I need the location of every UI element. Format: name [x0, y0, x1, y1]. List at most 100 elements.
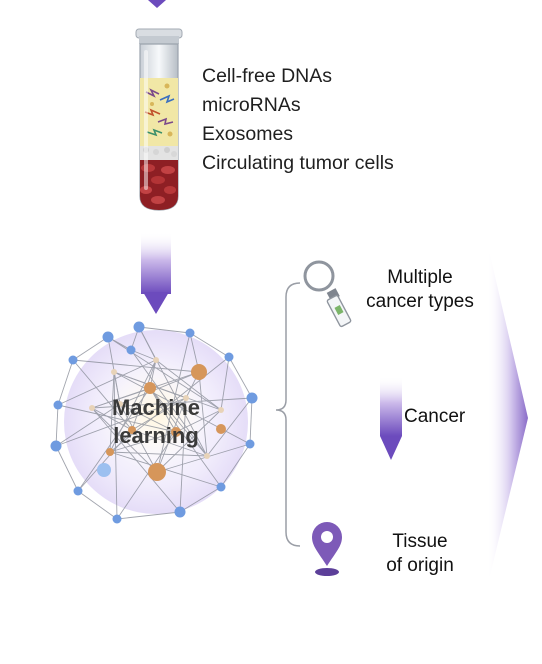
network-edge	[131, 397, 187, 431]
network-edge	[189, 332, 230, 358]
network-edge	[55, 397, 187, 447]
network-edge	[91, 407, 181, 513]
output-mct-line2: cancer types	[366, 291, 474, 312]
network-edge	[119, 371, 200, 405]
network-node-light	[183, 395, 189, 401]
network-edge	[57, 404, 177, 433]
network-edge	[55, 404, 59, 447]
network-node-light	[204, 453, 210, 459]
output-tissue-of-origin: Tissue of origin	[360, 530, 480, 578]
network-node-blue	[53, 400, 63, 410]
network-edge	[179, 486, 222, 513]
neural-network-icon	[50, 321, 258, 524]
network-edge	[175, 409, 222, 433]
machine-learning-label: Machine learning	[72, 394, 240, 450]
network-node-orange	[171, 427, 181, 437]
network-edge	[206, 397, 253, 457]
network-node-light	[89, 405, 95, 411]
ml-line2: learning	[113, 423, 199, 448]
network-edge	[91, 387, 151, 409]
network-edge	[77, 387, 151, 492]
network-node-light	[117, 401, 123, 407]
output-mct-line1: Multiple	[387, 267, 453, 288]
network-node-light	[218, 407, 224, 413]
network-node-blue	[174, 506, 186, 518]
network-edge	[113, 371, 118, 520]
network-node-blue	[126, 345, 136, 355]
network-edge	[55, 403, 121, 447]
network-edge	[249, 397, 253, 445]
network-edge	[55, 445, 79, 492]
network-edge	[72, 359, 200, 373]
network-edge	[109, 359, 157, 453]
network-node-orange	[216, 424, 226, 434]
output-multiple-cancer-types: Multiple cancer types	[350, 266, 490, 314]
analyte-ctc: Circulating tumor cells	[202, 152, 394, 174]
network-edge	[109, 451, 208, 457]
network-edge	[149, 387, 177, 433]
network-edge	[72, 359, 133, 431]
network-edge	[156, 397, 187, 473]
network-node-blue	[133, 321, 145, 333]
network-edge	[57, 359, 157, 406]
network-edge	[77, 490, 118, 520]
network-node-blue	[97, 463, 111, 477]
location-pin-icon	[312, 522, 342, 576]
network-node-light	[111, 369, 117, 375]
network-edge	[77, 429, 133, 492]
network-node-blue	[245, 439, 255, 449]
outputs-brace	[275, 282, 301, 547]
network-edge	[72, 336, 109, 361]
network-edge	[149, 387, 222, 488]
network-edge	[228, 356, 253, 399]
network-edge	[149, 387, 208, 457]
network-edge	[91, 407, 158, 473]
network-node-orange	[144, 382, 156, 394]
network-edge	[116, 511, 181, 520]
network-node-orange	[106, 448, 114, 456]
network-edge	[155, 359, 222, 411]
network-edge	[156, 409, 222, 473]
network-edge	[119, 403, 158, 473]
network-edge	[220, 443, 251, 488]
output-too-line1: Tissue	[392, 531, 448, 552]
network-edge	[116, 431, 177, 520]
network-node-blue	[185, 328, 195, 338]
analyte-exosomes: Exosomes	[202, 123, 294, 145]
top-arrow-tip	[148, 0, 166, 8]
network-edge	[109, 431, 177, 453]
network-edge	[131, 359, 157, 431]
network-edge	[156, 443, 251, 473]
ml-line1: Machine	[111, 395, 201, 420]
network-node-blue	[112, 514, 122, 524]
down-arrow-to-ml	[141, 232, 171, 314]
network-edge	[119, 403, 177, 433]
analyte-microrna: microRNAs	[202, 94, 301, 116]
network-edge	[91, 407, 133, 431]
network-edge	[198, 371, 208, 457]
network-node-blue	[50, 440, 62, 452]
analyte-list: Cell-free DNAs microRNAs Exosomes Circul…	[202, 62, 394, 178]
network-edge	[113, 371, 121, 405]
blood-tube-icon	[135, 28, 183, 211]
network-node-light	[153, 357, 159, 363]
big-right-arrow	[487, 242, 528, 588]
network-node-blue	[73, 486, 83, 496]
network-node-orange	[148, 463, 166, 481]
network-node-blue	[216, 482, 226, 492]
network-edge	[131, 429, 208, 457]
network-edge	[138, 326, 191, 334]
network-node-orange	[191, 364, 207, 380]
network-node-blue	[68, 355, 78, 365]
network-edge	[220, 356, 230, 411]
network-node-blue	[102, 331, 114, 343]
network-node-blue	[246, 392, 258, 404]
magnifier-icon	[303, 260, 352, 328]
network-edge	[130, 349, 208, 457]
cancer-arrow	[380, 376, 402, 460]
output-too-line2: of origin	[386, 555, 454, 576]
network-node-orange	[128, 426, 136, 434]
network-edge	[109, 371, 115, 453]
analyte-cfdna: Cell-free DNAs	[202, 65, 333, 87]
